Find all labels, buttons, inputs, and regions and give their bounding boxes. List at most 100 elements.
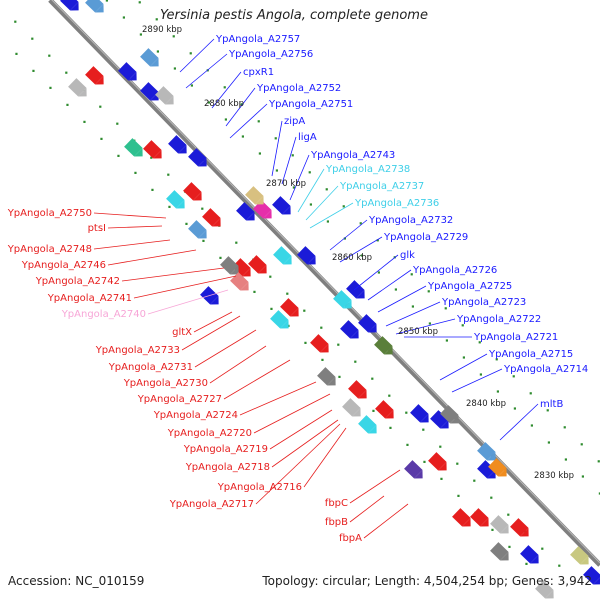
leader-line xyxy=(349,495,385,523)
tick-dot xyxy=(325,188,328,191)
gene-arrowhead xyxy=(70,1,79,11)
gene-arrowhead xyxy=(343,299,352,309)
gene-body xyxy=(490,542,509,561)
tick-dot xyxy=(223,86,226,89)
gene-label-right: ligA xyxy=(298,132,317,143)
tick-dot xyxy=(444,307,447,310)
gene-body xyxy=(375,400,394,419)
gene-arrowhead xyxy=(500,551,509,561)
tick-dot xyxy=(547,441,550,444)
gene-label-left: YpAngola_A2740 xyxy=(61,309,146,320)
tick-dot xyxy=(15,52,18,55)
gene-body xyxy=(374,336,393,355)
gene-label-right: YpAngola_A2743 xyxy=(310,150,395,161)
gene-feature xyxy=(440,405,459,424)
tick-dot xyxy=(456,462,459,465)
gene-arrowhead xyxy=(545,589,554,599)
gene-arrowhead xyxy=(246,211,255,221)
gene-features-layer xyxy=(60,0,600,599)
leader-line xyxy=(194,329,257,368)
gene-arrowhead xyxy=(530,554,539,564)
gene-label-left: YpAngola_A2718 xyxy=(185,462,270,473)
tick-dot xyxy=(546,409,549,412)
leader-line xyxy=(107,225,163,229)
leader-line xyxy=(271,419,339,468)
tick-dot xyxy=(428,322,431,325)
tick-dot xyxy=(168,205,171,208)
map-title: Yersinia pestis Angola, complete genome xyxy=(160,8,428,23)
gene-body xyxy=(60,0,79,11)
gene-label-right: YpAngola_A2714 xyxy=(503,364,588,375)
gene-arrowhead xyxy=(153,149,162,159)
tick-dot xyxy=(190,84,193,87)
leader-line xyxy=(367,269,412,301)
gene-label-left: gltX xyxy=(172,327,192,338)
gene-feature xyxy=(490,542,509,561)
gene-feature xyxy=(168,135,187,154)
gene-feature xyxy=(348,380,367,399)
gene-label-right: YpAngola_A2723 xyxy=(441,297,526,308)
tick-dot xyxy=(326,220,329,223)
gene-body xyxy=(166,190,185,209)
leader-line xyxy=(209,345,267,384)
gene-feature xyxy=(374,336,393,355)
gene-label-right: YpAngola_A2729 xyxy=(383,232,468,243)
tick-dot xyxy=(354,360,357,363)
tick-dot xyxy=(32,69,35,72)
tick-dot xyxy=(31,37,34,40)
leader-line xyxy=(253,393,331,434)
gene-feature xyxy=(477,442,496,461)
tick-dot xyxy=(422,428,425,431)
gene-feature xyxy=(273,246,292,265)
tick-dot xyxy=(253,290,256,293)
gene-body xyxy=(477,442,496,461)
gene-arrowhead xyxy=(212,217,221,227)
tick-dot xyxy=(405,411,408,414)
scale-mark: 2840 kbp xyxy=(466,399,506,409)
tick-dot xyxy=(473,479,476,482)
gene-arrowhead xyxy=(255,195,264,205)
tick-dot xyxy=(343,237,346,240)
gene-feature xyxy=(68,78,87,97)
gene-feature xyxy=(232,258,251,277)
tick-dot xyxy=(172,35,175,38)
gene-arrowhead xyxy=(193,191,202,201)
gene-feature xyxy=(248,255,267,274)
leader-line xyxy=(239,381,317,416)
gene-label-right: glk xyxy=(400,250,415,261)
leader-line xyxy=(349,469,401,504)
leader-line xyxy=(93,239,171,250)
gene-feature xyxy=(188,148,207,167)
gene-feature xyxy=(358,415,377,434)
tick-dot xyxy=(14,20,17,23)
leader-line xyxy=(271,120,283,177)
tick-dot xyxy=(541,547,544,550)
leader-line xyxy=(185,53,228,89)
topology-text: Topology: circular; Length: 4,504,254 bp… xyxy=(262,574,592,588)
tick-dot xyxy=(563,426,566,429)
gene-body xyxy=(230,272,249,291)
leader-line xyxy=(451,368,503,393)
tick-dot xyxy=(258,152,261,155)
gene-body xyxy=(410,404,429,423)
tick-dot xyxy=(269,275,272,278)
leader-line xyxy=(193,311,233,333)
gene-feature xyxy=(85,66,104,85)
gene-feature xyxy=(428,452,447,471)
tick-dot xyxy=(116,122,119,125)
gene-label-left: YpAngola_A2717 xyxy=(169,499,254,510)
tick-dot xyxy=(376,239,379,242)
gene-label-right: YpAngola_A2737 xyxy=(339,181,424,192)
tick-dot xyxy=(406,443,409,446)
tick-dot xyxy=(507,513,510,516)
gene-body xyxy=(535,580,554,599)
gene-arrowhead xyxy=(414,469,423,479)
gene-feature xyxy=(535,580,554,599)
gene-label-right: YpAngola_A2751 xyxy=(268,99,353,110)
tick-dot xyxy=(274,137,277,140)
gene-label-left: fbpA xyxy=(339,533,362,544)
gene-body xyxy=(452,508,471,527)
tick-dot xyxy=(99,105,102,108)
gene-label-left: YpAngola_A2731 xyxy=(108,362,193,373)
